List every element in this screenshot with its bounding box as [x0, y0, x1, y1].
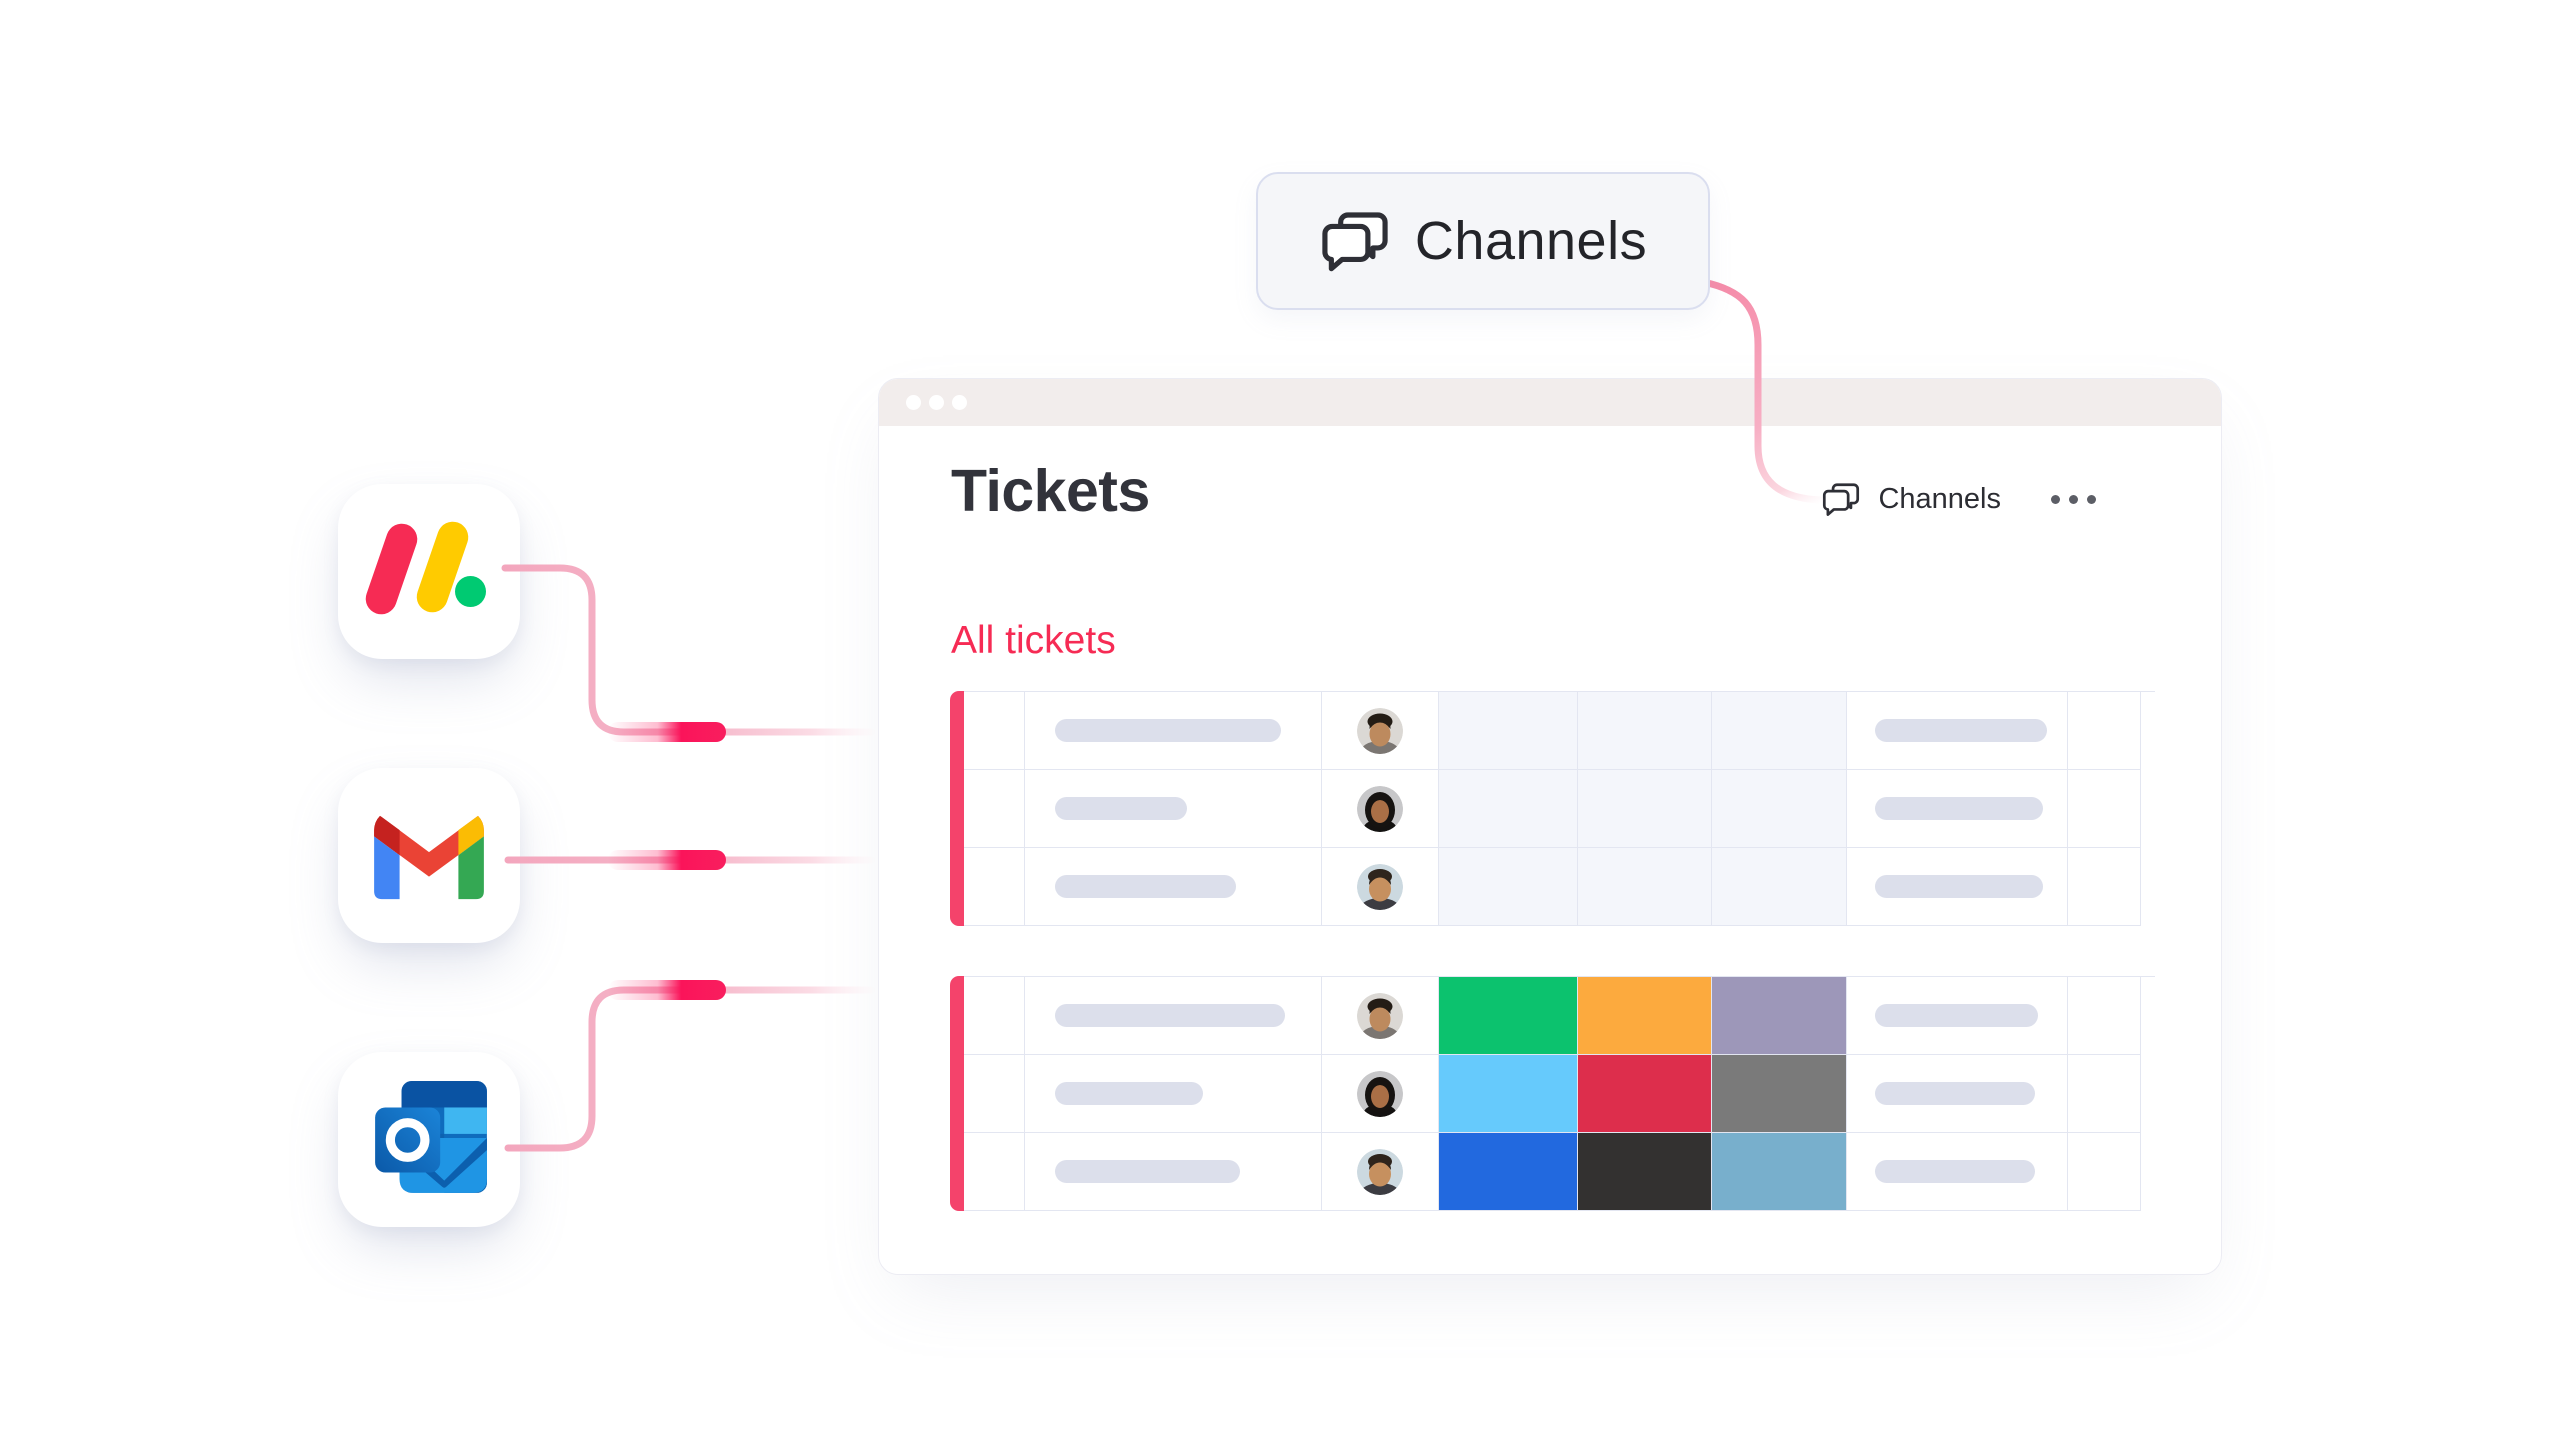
status-cell[interactable]	[1578, 848, 1712, 926]
toolbar-channels-button[interactable]: Channels	[1821, 482, 2001, 517]
assignee-avatar-man-smiling	[1357, 1148, 1403, 1195]
connector-line-outlook	[504, 986, 876, 1152]
item-name-cell[interactable]	[1025, 692, 1322, 770]
tickets-table-top	[950, 691, 2155, 926]
assignee-cell[interactable]	[1322, 692, 1439, 770]
status-cell[interactable]	[1439, 848, 1578, 926]
status-cell[interactable]	[1712, 770, 1847, 848]
detail-cell[interactable]	[1847, 1055, 2068, 1133]
item-name-cell[interactable]	[1025, 1133, 1322, 1211]
assignee-avatar-woman-dark-hair	[1357, 785, 1403, 832]
row-end-cell[interactable]	[2068, 692, 2141, 770]
page-title: Tickets	[951, 458, 1150, 524]
item-name-cell[interactable]	[1025, 1055, 1322, 1133]
status-cell[interactable]	[1439, 977, 1578, 1055]
channels-badge-label: Channels	[1414, 211, 1648, 271]
integration-card-outlook	[338, 1052, 520, 1227]
status-cell[interactable]	[1712, 1055, 1847, 1133]
status-cell[interactable]	[1439, 1055, 1578, 1133]
redacted-text-pill	[1875, 797, 2043, 820]
channels-badge[interactable]: Channels	[1256, 172, 1710, 310]
status-cell[interactable]	[1712, 977, 1847, 1055]
status-cell[interactable]	[1439, 692, 1578, 770]
assignee-cell[interactable]	[1322, 977, 1439, 1055]
row-end-cell[interactable]	[2068, 848, 2141, 926]
row-handle-cell[interactable]	[964, 770, 1025, 848]
chat-bubbles-icon	[1322, 211, 1388, 271]
detail-cell[interactable]	[1847, 1133, 2068, 1211]
assignee-cell[interactable]	[1322, 1055, 1439, 1133]
traffic-light-dot	[929, 395, 944, 410]
row-handle-cell[interactable]	[964, 1133, 1025, 1211]
connector-pulse-outlook	[608, 980, 726, 1000]
assignee-cell[interactable]	[1322, 1133, 1439, 1211]
group-color-bar	[950, 691, 964, 926]
assignee-cell[interactable]	[1322, 770, 1439, 848]
tickets-table-bottom	[950, 976, 2155, 1211]
status-cell[interactable]	[1439, 1133, 1578, 1211]
redacted-text-pill	[1055, 719, 1281, 742]
row-handle-cell[interactable]	[964, 1055, 1025, 1133]
gmail-logo-icon	[374, 815, 484, 899]
item-name-cell[interactable]	[1025, 848, 1322, 926]
traffic-light-dot	[906, 395, 921, 410]
redacted-text-pill	[1875, 719, 2047, 742]
assignee-avatar-man-dark-hair	[1357, 992, 1403, 1039]
menu-ellipsis-button[interactable]	[2049, 489, 2098, 510]
redacted-text-pill	[1055, 797, 1187, 820]
chat-bubbles-icon	[1823, 483, 1860, 516]
traffic-light-dot	[952, 395, 967, 410]
detail-cell[interactable]	[1847, 848, 2068, 926]
status-cell[interactable]	[1578, 1055, 1712, 1133]
board-grid	[964, 691, 2155, 926]
row-end-cell[interactable]	[2068, 1055, 2141, 1133]
tickets-window: Tickets Channels All tickets	[878, 378, 2222, 1275]
row-handle-cell[interactable]	[964, 977, 1025, 1055]
monday-logo-icon	[338, 484, 520, 659]
assignee-avatar-man-dark-hair	[1357, 707, 1403, 754]
board-grid	[964, 976, 2155, 1211]
redacted-text-pill	[1055, 1004, 1285, 1027]
integration-card-monday	[338, 484, 520, 659]
window-titlebar	[879, 379, 2221, 426]
redacted-text-pill	[1055, 1160, 1240, 1183]
board-group-label: All tickets	[951, 619, 1116, 662]
row-handle-cell[interactable]	[964, 692, 1025, 770]
redacted-text-pill	[1875, 1004, 2038, 1027]
status-cell[interactable]	[1712, 848, 1847, 926]
status-cell[interactable]	[1578, 977, 1712, 1055]
redacted-text-pill	[1875, 875, 2043, 898]
row-end-cell[interactable]	[2068, 770, 2141, 848]
detail-cell[interactable]	[1847, 770, 2068, 848]
integration-card-gmail	[338, 768, 520, 943]
row-end-cell[interactable]	[2068, 1133, 2141, 1211]
status-cell[interactable]	[1578, 692, 1712, 770]
redacted-text-pill	[1055, 1082, 1203, 1105]
row-handle-cell[interactable]	[964, 848, 1025, 926]
item-name-cell[interactable]	[1025, 977, 1322, 1055]
assignee-cell[interactable]	[1322, 848, 1439, 926]
outlook-logo-icon	[375, 1080, 487, 1193]
status-cell[interactable]	[1712, 1133, 1847, 1211]
connector-pulse-gmail	[608, 850, 726, 870]
status-cell[interactable]	[1712, 692, 1847, 770]
status-cell[interactable]	[1578, 770, 1712, 848]
item-name-cell[interactable]	[1025, 770, 1322, 848]
assignee-avatar-woman-dark-hair	[1357, 1070, 1403, 1117]
connector-line-monday	[501, 564, 876, 736]
status-cell[interactable]	[1439, 770, 1578, 848]
status-cell[interactable]	[1578, 1133, 1712, 1211]
detail-cell[interactable]	[1847, 692, 2068, 770]
connector-pulse-monday	[608, 722, 726, 742]
toolbar-channels-label: Channels	[1878, 483, 2001, 515]
assignee-avatar-man-smiling	[1357, 863, 1403, 910]
group-color-bar	[950, 976, 964, 1211]
window-toolbar: Channels	[1821, 482, 2098, 517]
row-end-cell[interactable]	[2068, 977, 2141, 1055]
detail-cell[interactable]	[1847, 977, 2068, 1055]
redacted-text-pill	[1875, 1160, 2035, 1183]
redacted-text-pill	[1055, 875, 1236, 898]
redacted-text-pill	[1875, 1082, 2035, 1105]
